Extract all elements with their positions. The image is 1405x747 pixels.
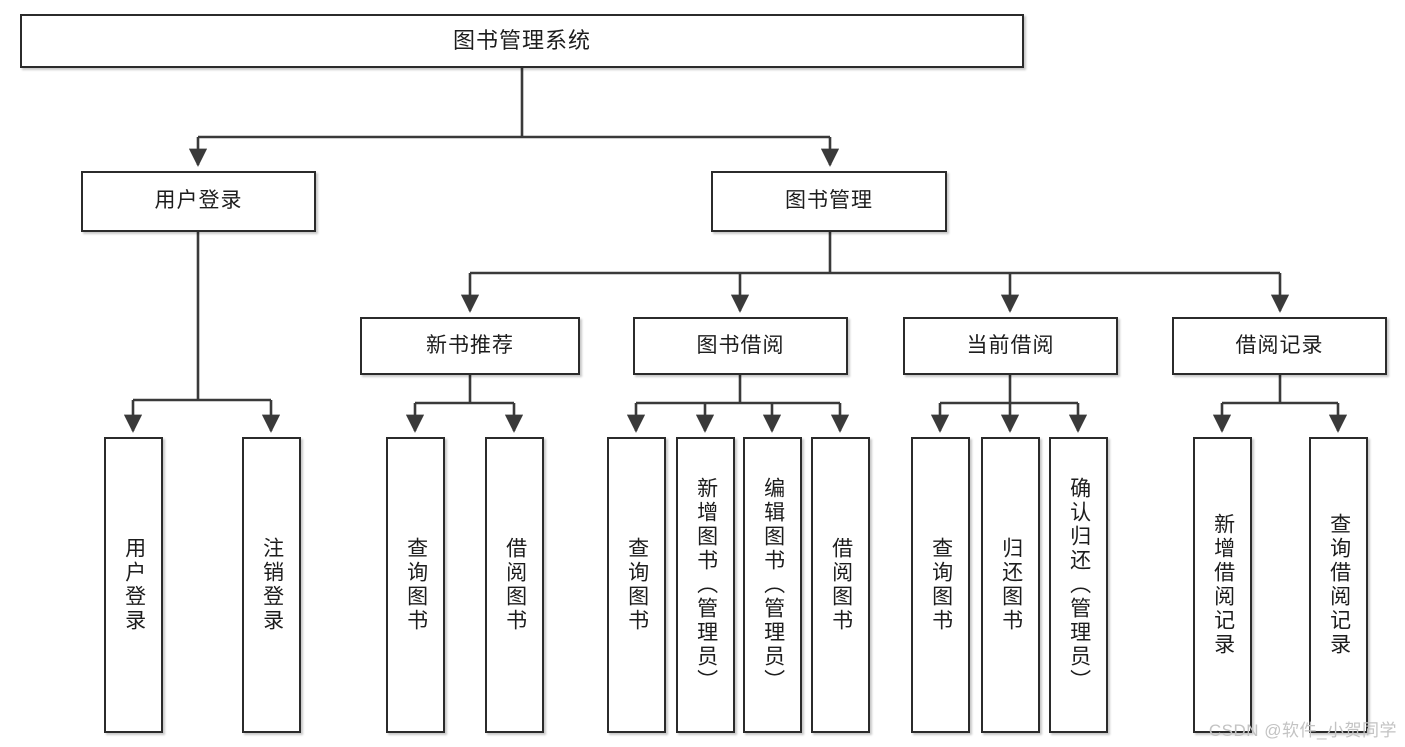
node-book-manage[interactable]: 图书管理: [711, 171, 947, 232]
node-leaf-query-record[interactable]: 查询借阅记录: [1309, 437, 1368, 733]
node-leaf-return-book[interactable]: 归还图书: [981, 437, 1040, 733]
watermark: CSDN @软件_小贺同学: [1208, 721, 1397, 740]
node-leaf-add-record[interactable]: 新增借阅记录: [1193, 437, 1252, 733]
node-new-book-recommend-label: 新书推荐: [426, 333, 514, 357]
node-leaf-query-book-3[interactable]: 查询图书: [911, 437, 970, 733]
node-leaf-query-book-1[interactable]: 查询图书: [386, 437, 445, 733]
node-leaf-query-book-3-label: 查询图书: [929, 537, 953, 633]
node-leaf-add-book[interactable]: 新增图书（管理员）: [676, 437, 735, 733]
node-leaf-borrow-book-2[interactable]: 借阅图书: [811, 437, 870, 733]
node-leaf-borrow-book-1-label: 借阅图书: [503, 537, 527, 633]
node-user-login-label: 用户登录: [154, 189, 243, 213]
node-leaf-query-record-label: 查询借阅记录: [1327, 513, 1351, 657]
node-leaf-borrow-book-2-label: 借阅图书: [829, 537, 853, 633]
node-leaf-logout-label: 注销登录: [260, 537, 284, 633]
node-leaf-add-record-label: 新增借阅记录: [1211, 513, 1235, 657]
node-leaf-edit-book[interactable]: 编辑图书（管理员）: [743, 437, 802, 733]
node-book-manage-label: 图书管理: [785, 189, 873, 213]
node-borrow-record[interactable]: 借阅记录: [1172, 317, 1387, 375]
node-current-borrow[interactable]: 当前借阅: [903, 317, 1118, 375]
node-current-borrow-label: 当前借阅: [966, 333, 1055, 357]
node-new-book-recommend[interactable]: 新书推荐: [360, 317, 580, 375]
node-leaf-borrow-book-1[interactable]: 借阅图书: [485, 437, 544, 733]
node-leaf-return-book-label: 归还图书: [999, 537, 1023, 633]
node-borrow-record-label: 借阅记录: [1235, 333, 1324, 357]
node-book-borrow-label: 图书借阅: [696, 333, 785, 357]
node-leaf-query-book-2[interactable]: 查询图书: [607, 437, 666, 733]
node-root-label: 图书管理系统: [452, 28, 591, 54]
node-book-borrow[interactable]: 图书借阅: [633, 317, 848, 375]
node-root[interactable]: 图书管理系统: [20, 14, 1024, 68]
node-leaf-query-book-2-label: 查询图书: [625, 537, 649, 633]
node-leaf-logout[interactable]: 注销登录: [242, 437, 301, 733]
node-user-login[interactable]: 用户登录: [81, 171, 316, 232]
node-leaf-confirm-return[interactable]: 确认归还（管理员）: [1049, 437, 1108, 733]
node-leaf-query-book-1-label: 查询图书: [404, 537, 428, 633]
node-leaf-user-login[interactable]: 用户登录: [104, 437, 163, 733]
node-leaf-edit-book-label: 编辑图书（管理员）: [761, 477, 785, 693]
node-leaf-add-book-label: 新增图书（管理员）: [694, 477, 718, 693]
node-leaf-confirm-return-label: 确认归还（管理员）: [1067, 477, 1091, 693]
node-leaf-user-login-label: 用户登录: [122, 537, 146, 633]
